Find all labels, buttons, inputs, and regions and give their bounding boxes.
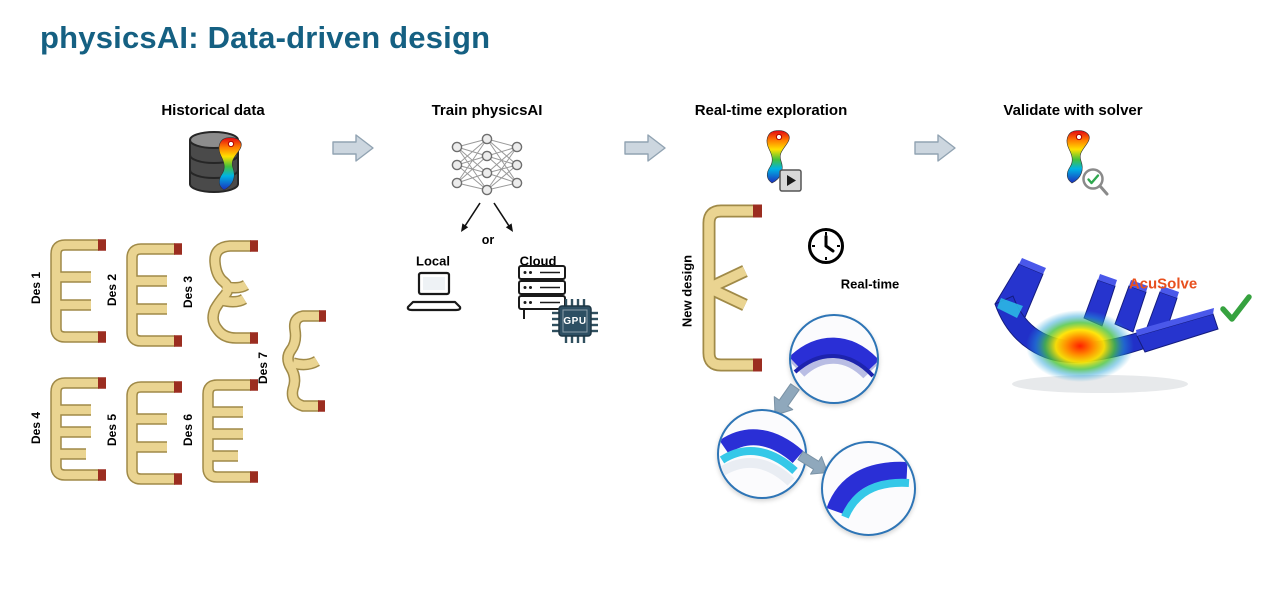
zoom-link-arrow-icon: [797, 450, 829, 475]
stage-header-train-physicsai: Train physicsAI: [431, 102, 543, 119]
design-label: Des 3: [181, 275, 195, 309]
magnifier-check-icon: [1082, 168, 1109, 196]
laptop-icon: [406, 271, 462, 312]
clock-icon: [808, 228, 844, 264]
gpu-chip-icon: GPU: [552, 299, 598, 343]
solver-result-render: [994, 258, 1219, 393]
flow-arrow-icon: [332, 134, 374, 162]
cloud-label: Cloud: [519, 253, 557, 269]
neural-network-icon: [451, 133, 523, 196]
zoom-detail-circle: [717, 409, 807, 499]
design-label: Des 2: [105, 273, 119, 307]
new-design-label: New design: [679, 254, 695, 328]
design-thumbnail: [207, 240, 258, 344]
design-thumbnail: [126, 381, 182, 485]
design-thumbnail: [50, 377, 106, 481]
fea-model-icon: [218, 137, 242, 191]
zoom-link-arrow-icon: [773, 383, 800, 416]
branch-arrows-icon: [461, 202, 513, 232]
local-label: Local: [416, 253, 450, 269]
design-label: Des 1: [29, 271, 43, 305]
fea-model-icon: [1066, 130, 1090, 184]
stage-header-realtime-exploration: Real-time exploration: [694, 102, 848, 119]
design-thumbnail: [126, 243, 182, 347]
realtime-label: Real-time: [840, 276, 900, 292]
flow-arrow-icon: [914, 134, 956, 162]
zoom-detail-circle: [821, 441, 916, 536]
or-label: or: [481, 233, 495, 247]
stage-header-historical-data: Historical data: [161, 102, 265, 119]
design-thumbnail: [202, 379, 258, 483]
fea-model-icon: [766, 130, 790, 184]
green-checkmark-icon: [1220, 294, 1252, 322]
zoom-detail-circle: [789, 314, 879, 404]
design-thumbnail: [282, 310, 326, 412]
page-title: physicsAI: Data-driven design: [40, 20, 491, 55]
stage-header-validate-solver: Validate with solver: [1003, 102, 1143, 119]
design-label: Des 5: [105, 413, 119, 447]
new-design-structure: [702, 204, 762, 372]
design-thumbnail: [50, 239, 106, 343]
design-label: Des 6: [181, 413, 195, 447]
play-button-icon: [779, 169, 802, 192]
gpu-chip-label: GPU: [563, 315, 587, 327]
flow-arrow-icon: [624, 134, 666, 162]
solver-name-label: AcuSolve: [1128, 275, 1198, 293]
design-label: Des 4: [29, 411, 43, 445]
